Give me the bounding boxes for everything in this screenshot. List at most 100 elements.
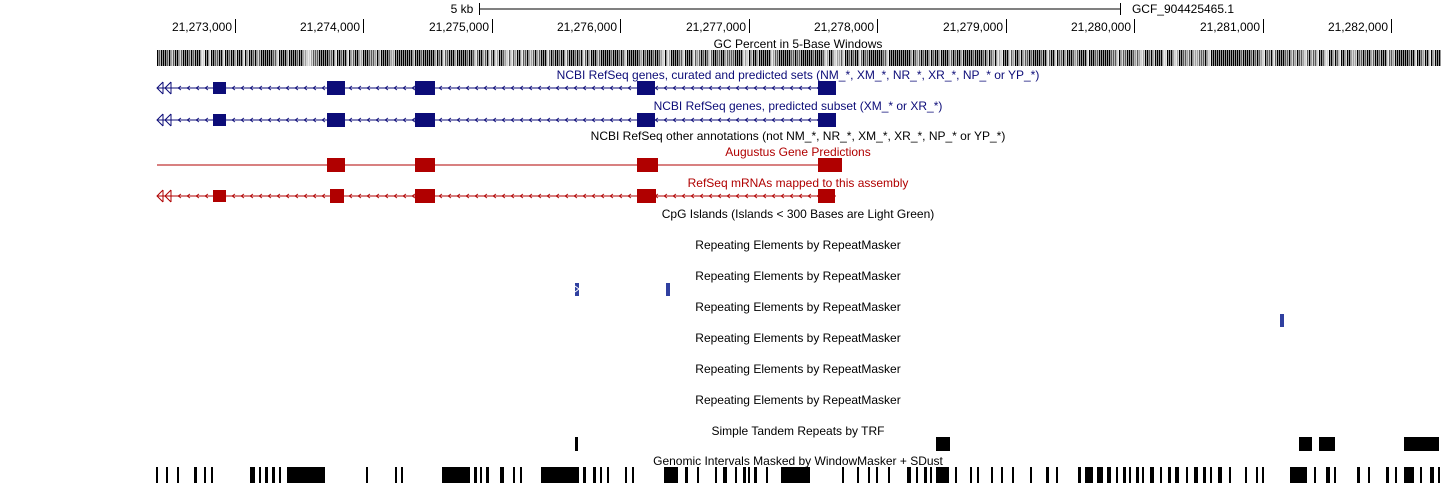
gc-bar [399, 50, 401, 66]
refseq-mrna-exon [637, 189, 656, 203]
track-label-refseq-other[interactable]: NCBI RefSeq other annotations (not NM_*,… [590, 129, 1006, 143]
gc-bar [801, 50, 803, 66]
windowmasker-interval [1085, 467, 1093, 483]
gc-bar [273, 50, 275, 66]
gc-bar [207, 50, 209, 66]
gc-bar [475, 50, 477, 66]
augustus-exon [637, 158, 658, 172]
windowmasker-interval [697, 467, 699, 483]
gc-bar [239, 50, 241, 66]
gc-bar [1417, 50, 1419, 66]
windowmasker-interval [930, 467, 932, 483]
track-label-gc-percent[interactable]: GC Percent in 5-Base Windows [713, 37, 883, 51]
refseq-predicted-strand-chevron [294, 117, 299, 123]
refseq-mrna-strand-chevron [393, 193, 398, 199]
track-label-repeatmasker-6[interactable]: Repeating Elements by RepeatMasker [695, 393, 901, 407]
track-label-repeatmasker-3[interactable]: Repeating Elements by RepeatMasker [695, 300, 901, 314]
gc-bar [169, 50, 171, 66]
refseq-predicted-strand-chevron [546, 117, 551, 123]
track-label-windowmasker[interactable]: Genomic Intervals Masked by WindowMasker… [653, 454, 943, 468]
gc-bar [521, 50, 523, 66]
gc-bar [1183, 50, 1185, 66]
track-label-simple-repeats[interactable]: Simple Tandem Repeats by TRF [711, 424, 885, 438]
gc-bar [1413, 50, 1415, 66]
gc-bar [653, 50, 655, 66]
track-label-cpg-islands[interactable]: CpG Islands (Islands < 300 Bases are Lig… [661, 207, 935, 221]
track-label-repeatmasker-5[interactable]: Repeating Elements by RepeatMasker [695, 362, 901, 376]
gc-bar [953, 50, 955, 66]
refseq-all-strand-chevron [510, 85, 515, 91]
windowmasker-interval [1150, 467, 1154, 483]
gc-bar [1145, 50, 1147, 66]
refseq-all-strand-chevron [771, 85, 776, 91]
gc-bar [605, 50, 607, 66]
gc-bar [465, 50, 467, 66]
gc-bar [1039, 50, 1041, 66]
refseq-predicted-strand-chevron [393, 117, 398, 123]
gc-bar [955, 50, 957, 66]
refseq-all-strand-chevron [483, 85, 488, 91]
gc-bar [1111, 50, 1113, 66]
gc-bar [1073, 50, 1075, 66]
gc-bar [805, 50, 807, 66]
gc-bar [1063, 50, 1065, 66]
gc-bar [685, 50, 687, 66]
track-label-repeatmasker-4[interactable]: Repeating Elements by RepeatMasker [695, 331, 901, 345]
gc-bar [363, 50, 365, 66]
gc-bar [899, 50, 901, 66]
refseq-all-strand-chevron [384, 85, 389, 91]
gc-bar [1153, 50, 1155, 66]
windowmasker-interval [1078, 467, 1081, 483]
refseq-all-strand-chevron [627, 85, 632, 91]
gc-bar [787, 50, 789, 66]
track-label-refseq-mrna[interactable]: RefSeq mRNAs mapped to this assembly [687, 176, 909, 190]
windowmasker-interval [1334, 467, 1336, 483]
windowmasker-interval [1129, 467, 1131, 483]
gc-bar [1059, 50, 1061, 66]
refseq-all-exon [213, 82, 226, 94]
windowmasker-interval [1107, 467, 1111, 483]
gc-bar [589, 50, 591, 66]
gc-bar [831, 50, 833, 66]
refseq-mrna-strand-chevron [582, 193, 587, 199]
refseq-predicted-strand-chevron [474, 117, 479, 123]
refseq-mrna-strand-chevron [357, 193, 362, 199]
track-label-repeatmasker-1[interactable]: Repeating Elements by RepeatMasker [695, 238, 901, 252]
gc-bar [297, 50, 299, 66]
gc-bar [187, 50, 189, 66]
gc-bar [499, 50, 501, 66]
track-label-augustus[interactable]: Augustus Gene Predictions [725, 145, 871, 159]
track-label-refseq-all[interactable]: NCBI RefSeq genes, curated and predicted… [556, 68, 1040, 82]
windowmasker-interval [1097, 467, 1103, 483]
windowmasker-interval [1290, 467, 1307, 483]
windowmasker-interval [211, 467, 213, 483]
gc-bar [759, 50, 761, 66]
gc-bar [585, 50, 587, 66]
refseq-all-strand-chevron [780, 85, 785, 91]
windowmasker-interval [766, 467, 768, 483]
refseq-predicted-strand-chevron [672, 117, 677, 123]
gc-bar [829, 50, 831, 66]
track-label-repeatmasker-2[interactable]: Repeating Elements by RepeatMasker [695, 269, 901, 283]
gc-bar [1303, 50, 1305, 66]
gc-bar [547, 50, 549, 66]
gc-bar [1231, 50, 1233, 66]
track-label-refseq-predicted[interactable]: NCBI RefSeq genes, predicted subset (XM_… [653, 99, 943, 113]
ruler-tick-label: 21,273,000 [171, 20, 232, 34]
refseq-predicted-exon [637, 113, 655, 127]
gc-bar [311, 50, 313, 66]
gc-bar [1315, 50, 1317, 66]
gc-bar [1335, 50, 1337, 66]
gc-bar [591, 50, 593, 66]
gc-bar [1267, 50, 1269, 66]
gc-bar [905, 50, 907, 66]
refseq-predicted-strand-chevron [618, 117, 623, 123]
gc-bar [927, 50, 929, 66]
refseq-mrna-strand-chevron [348, 193, 353, 199]
gc-bar [659, 50, 661, 66]
gc-bar [331, 50, 333, 66]
refseq-mrna-strand-chevron [789, 193, 794, 199]
gc-bar [913, 50, 915, 66]
